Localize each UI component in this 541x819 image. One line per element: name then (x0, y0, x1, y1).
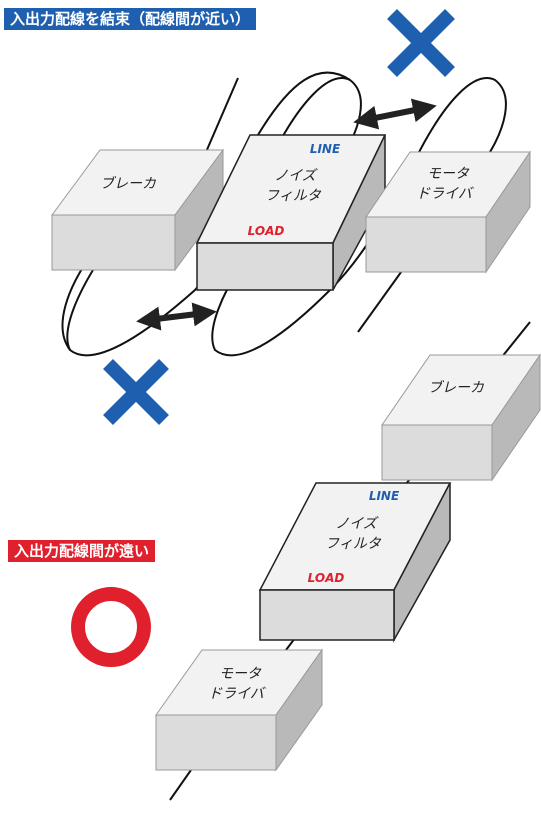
bad-breaker-label: ブレーカ (100, 176, 156, 192)
good-filter-label-2: フィルタ (325, 536, 382, 552)
driver-output-wire (357, 267, 405, 333)
outer-loop-top (254, 71, 351, 141)
good-filter-label-1: ノイズ (335, 516, 379, 532)
good-breaker-box: ブレーカ (381, 353, 541, 482)
good-filter-load-label: LOAD (308, 571, 345, 585)
proximity-arrow-top (353, 98, 437, 130)
bad-example-group: ブレーカ LINE ノイズ フィルタ LOAD モータ ドライバ (51, 9, 531, 425)
bad-example-title: 入出力配線を結束（配線間が近い） (4, 8, 257, 30)
bad-filter-box: LINE ノイズ フィルタ LOAD (195, 134, 387, 291)
bad-filter-label-2: フィルタ (265, 188, 322, 204)
good-filter-line-label: LINE (369, 489, 400, 503)
bad-driver-box: モータ ドライバ (365, 150, 531, 274)
good-breaker-label: ブレーカ (428, 380, 484, 396)
bad-driver-label-1: モータ (427, 166, 470, 182)
good-filter-box: LINE ノイズ フィルタ LOAD (258, 482, 452, 643)
good-example-title: 入出力配線間が遠い (8, 540, 156, 562)
good-circle-mark (71, 587, 151, 667)
bad-breaker-box: ブレーカ (51, 148, 224, 272)
bad-x-mark-bottom (103, 359, 169, 425)
good-example-group: ブレーカ LINE ノイズ フィルタ LOAD モータ ドライバ (71, 321, 541, 801)
good-driver-label-2: ドライバ (208, 686, 266, 702)
proximity-arrow-bottom (136, 302, 217, 331)
bad-filter-line-label: LINE (310, 142, 341, 156)
good-driver-label-1: モータ (219, 666, 262, 682)
bad-x-mark-top (387, 9, 455, 77)
bad-driver-label-2: ドライバ (416, 186, 474, 202)
bad-filter-label-1: ノイズ (274, 168, 318, 184)
good-driver-box: モータ ドライバ (155, 648, 323, 772)
bad-filter-load-label: LOAD (248, 224, 285, 238)
